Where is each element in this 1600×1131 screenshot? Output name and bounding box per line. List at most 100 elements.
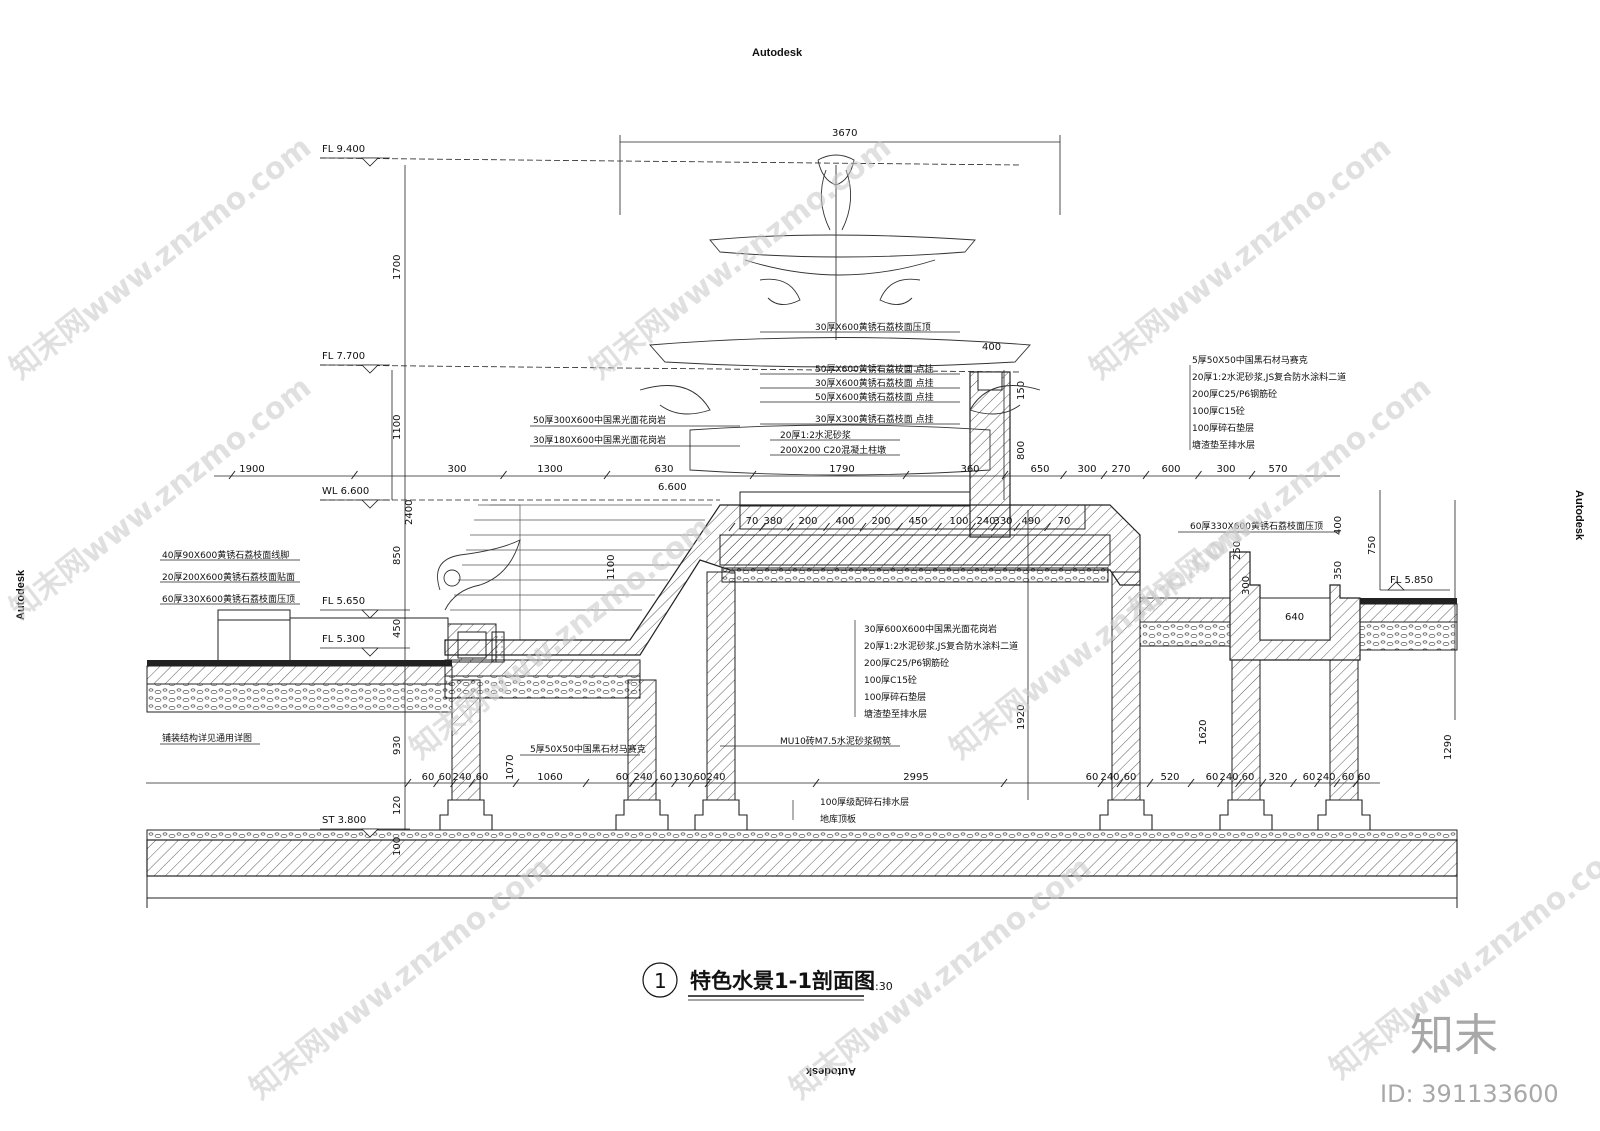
callout-c6: 30厚X300黄锈石荔枝面 点挂	[815, 413, 934, 425]
dim-bottom-10: 240	[706, 772, 725, 783]
dim-row1-4: 1790	[829, 464, 854, 475]
dim-row1-2: 1300	[537, 464, 562, 475]
dim-row1-tick	[1248, 470, 1256, 480]
dim-bottom-tick	[1235, 778, 1242, 788]
znzmo-id: ID: 391133600	[1380, 1080, 1559, 1108]
dim-row1-5: 360	[960, 464, 979, 475]
level-fl-5300: FL 5.300	[322, 634, 365, 645]
dim-bottom-tick	[404, 778, 412, 788]
callout-brick: MU10砖M7.5水泥砂浆砌筑	[780, 735, 891, 747]
callout-center-3: 200厚C25/P6钢筋砼	[864, 657, 949, 669]
dim-bottom-tick	[1217, 778, 1224, 788]
dim-1620: 1620	[1198, 720, 1209, 745]
callout-right2: 60厚330X600黄锈石荔枝面压顶	[1190, 520, 1323, 532]
callout-right-5: 100厚碎石垫层	[1192, 422, 1254, 434]
dim-inner-tick	[859, 522, 867, 532]
dim-bottom-13: 240	[1100, 772, 1119, 783]
title-number-circle	[642, 962, 678, 998]
callout-left-2: 20厚200X600黄锈石荔枝面贴面	[162, 571, 295, 583]
callout-c2: 50厚X600黄锈石荔枝面 点挂	[815, 363, 934, 375]
base-slab	[146, 829, 1458, 908]
dim-d250: 250	[1232, 541, 1243, 560]
watermark-text: 知末网www.znzmo.com	[3, 370, 318, 627]
callout-center-1: 30厚600X600中国黑光面花岗岩	[864, 623, 997, 635]
dim-inner-3: 400	[835, 516, 854, 527]
dim-inner-10: 70	[1058, 516, 1071, 527]
dim-inner-tick	[728, 522, 736, 532]
callout-center-6: 塘渣垫至排水层	[864, 708, 927, 720]
dim-bottom-20: 60	[1303, 772, 1316, 783]
dim-bottom-tick	[433, 778, 440, 788]
dim-bottom-tick	[468, 778, 476, 788]
dim-inner-tick	[1044, 522, 1051, 532]
dim-row1-9: 600	[1161, 464, 1180, 475]
dim-1700: 1700	[392, 255, 403, 280]
level-st-3800: ST 3.800	[322, 815, 366, 826]
dim-bottom-21: 240	[1316, 772, 1335, 783]
dim-bottom-0: 60	[422, 772, 435, 783]
support-columns	[451, 571, 1359, 801]
dim-bottom-tick	[651, 778, 658, 788]
dim-bottom-9: 60	[694, 772, 707, 783]
callout-c9: 200X200 C20混凝土柱墩	[780, 444, 886, 456]
dim-bottom-3: 60	[476, 772, 489, 783]
column-footings	[439, 799, 1371, 830]
dim-inner-9: 490	[1021, 516, 1040, 527]
callout-right-1: 5厚50X50中国黑石材马赛克	[1192, 354, 1308, 366]
level-fl-5650: FL 5.650	[322, 596, 365, 607]
dim-bottom-tick	[1333, 778, 1341, 788]
scroll-ornament	[437, 539, 521, 611]
dim-row1-tick	[749, 470, 757, 480]
dim-bottom-tick	[1000, 778, 1008, 788]
callout-c1: 30厚X600黄锈石荔枝面压顶	[815, 321, 931, 333]
dim-bottom-tick	[1097, 778, 1105, 788]
autodesk-bottom-label: Autodesk	[805, 1065, 856, 1077]
dim-bottom-22: 60	[1342, 772, 1355, 783]
dim-bottom-tick	[450, 778, 457, 788]
callout-c5: 50厚300X600中国黑光面花岗岩	[533, 414, 666, 426]
dim-inner-tick	[1013, 522, 1021, 532]
dim-930: 930	[392, 736, 403, 755]
dim-row1-1: 300	[447, 464, 466, 475]
dim-inner-6: 100	[949, 516, 968, 527]
callout-c8: 20厚1:2水泥砂浆	[780, 429, 851, 441]
dim-bottom-19: 320	[1268, 772, 1287, 783]
callout-right-3: 200厚C25/P6钢筋砼	[1192, 388, 1277, 400]
dim-350: 350	[1333, 561, 1344, 580]
dim-row1-8: 270	[1111, 464, 1130, 475]
dim-row1-3: 630	[654, 464, 673, 475]
dim-row1-tick	[228, 470, 236, 480]
dim-bottom-5: 60	[616, 772, 629, 783]
dim-row1-tick	[902, 470, 910, 480]
callout-c3: 30厚X600黄锈石荔枝面 点挂	[815, 377, 934, 389]
dim-d400: 400	[982, 342, 1001, 353]
autodesk-right-label: Autodesk	[1573, 490, 1585, 541]
dim-inner-tick	[969, 522, 976, 532]
dim-bottom-tick	[1314, 778, 1321, 788]
dim-row1-6: 650	[1030, 464, 1049, 475]
dim-inner-4: 200	[871, 516, 890, 527]
level-fl-9400: FL 9.400	[322, 144, 365, 155]
title-text: 特色水景1-1剖面图	[690, 969, 875, 993]
dim-1100b: 1100	[606, 555, 617, 580]
dim-bottom-15: 520	[1160, 772, 1179, 783]
dim-1920: 1920	[1016, 705, 1027, 730]
dim-inner-0: 70	[746, 516, 759, 527]
callout-mosaic: 5厚50X50中国黑石材马赛克	[530, 743, 646, 755]
dim-row1-11: 570	[1268, 464, 1287, 475]
dim-bottom-tick	[1146, 778, 1154, 788]
dim-1100: 1100	[392, 415, 403, 440]
dim-row1-7: 300	[1077, 464, 1096, 475]
dim-row1-tick	[1195, 470, 1202, 480]
dim-bottom-tick	[671, 778, 678, 788]
dim-row1-tick	[1100, 470, 1108, 480]
dim-bottom-8: 130	[673, 772, 692, 783]
dim-d150: 150	[1016, 381, 1027, 400]
dim-1070: 1070	[505, 755, 516, 780]
dim-row1-tick	[500, 470, 507, 480]
callout-right-6: 塘渣垫至排水层	[1192, 439, 1255, 451]
level-wl-6600: WL 6.600	[322, 486, 369, 497]
